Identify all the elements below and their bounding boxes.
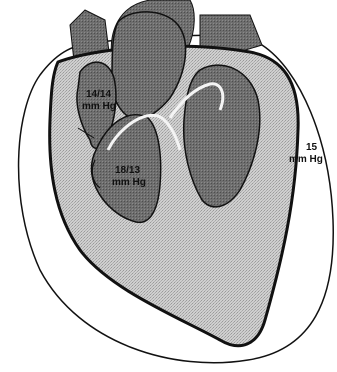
pericardial-pressure-line2: mm Hg — [289, 154, 323, 165]
pericardial-pressure-line1: 15 — [306, 142, 318, 153]
right-ventricle-pressure-line2: mm Hg — [112, 177, 146, 188]
right-ventricle-pressure-line1: 18/13 — [115, 165, 140, 176]
right-atrium-pressure-line1: 14/14 — [86, 89, 111, 100]
right-atrium-pressure-line2: mm Hg — [82, 101, 116, 112]
